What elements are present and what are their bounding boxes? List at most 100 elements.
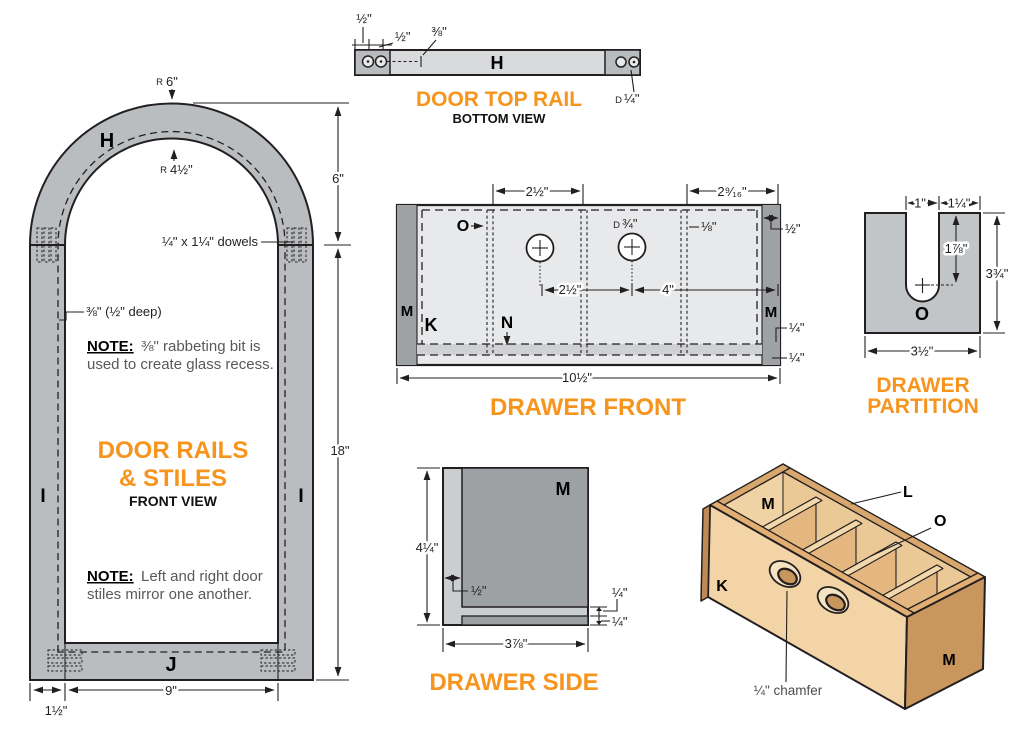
- dim-partition-width: 3½": [911, 344, 934, 359]
- partition-title-line1: DRAWER: [876, 374, 969, 397]
- door-glass-opening: [64, 137, 279, 644]
- drawer-front-mid-dimensions: 2½" 4": [541, 280, 779, 300]
- rail-diam-prefix: D: [615, 95, 622, 106]
- part-label-h-arch: H: [100, 130, 114, 152]
- dim-half-a: ½": [356, 11, 372, 26]
- dim-arch-height: 6": [332, 171, 344, 186]
- dim-notch-depth: 1⅞": [945, 241, 968, 256]
- assembly-finger-holes: [768, 560, 850, 614]
- door-title-line1: DOOR RAILS: [98, 437, 249, 464]
- part-label-h-rail: H: [491, 53, 504, 73]
- top-rail-dowel-holes: [361, 55, 640, 68]
- side-main-panel: [461, 467, 589, 608]
- rabbet-callout: ⅜" (½" deep): [86, 304, 162, 319]
- dim-shoulder: 1¼": [948, 196, 971, 211]
- dowel-callout: ¼" x 1¼" dowels: [162, 234, 258, 249]
- dim-side-height: 4¼": [416, 540, 439, 555]
- dim-partition-height: 3¾": [986, 266, 1009, 281]
- dim-top-left: 2½": [526, 184, 549, 199]
- rail-diam-value: ¼": [624, 91, 640, 106]
- part-label-o-assembly: O: [934, 513, 946, 530]
- dowel-marks: [36, 227, 307, 672]
- dim-half-b: ½": [395, 29, 411, 44]
- dim-quarter-upper-side: ¼": [612, 585, 628, 600]
- partition-dado-dashed-lines: [486, 210, 688, 355]
- hole-diam-prefix: D: [613, 220, 620, 231]
- part-label-m-right-assembly: M: [942, 652, 955, 669]
- hole-diam-value: ¾": [622, 216, 638, 231]
- top-rail-dimensions: ½" ½" ⅜": [352, 11, 447, 56]
- drawer-side-title: DRAWER SIDE: [429, 669, 598, 696]
- drawer-front-title: DRAWER FRONT: [490, 394, 686, 421]
- part-label-o-front: O: [457, 218, 469, 235]
- dim-stile-height: 18": [330, 443, 349, 458]
- drawer-side-diagram: M 4¼" ½" ¼" ¼" 3⅞" DRAWER SIDE: [413, 467, 628, 696]
- glass-rabbet-dashed-line: [57, 130, 286, 653]
- note2-heading: NOTE:: [87, 568, 134, 585]
- partition-title-line2: PARTITION: [867, 395, 979, 418]
- part-label-k: K: [425, 315, 438, 335]
- drawer-front-left-side-strip: [397, 205, 417, 365]
- dim-notch-width: 1": [914, 196, 926, 211]
- dim-quarter-lower-front: ¼": [789, 350, 805, 365]
- dim-side-rabbet: ½": [471, 583, 487, 598]
- drawer-front-width-dimension: 10½": [396, 368, 781, 388]
- side-dimensions: 4¼" ½" ¼" ¼" 3⅞": [413, 467, 628, 654]
- part-label-m-side: M: [556, 479, 571, 499]
- note1-line2: used to create glass recess.: [87, 356, 274, 373]
- dim-opening-width: 9": [165, 683, 177, 698]
- bottom-dado-strip: [417, 344, 762, 355]
- door-rails-stiles-diagram: H I I J R 6" R 4½" ¼" x 1¼" dowels ⅜" (½…: [29, 74, 352, 718]
- door-width-dimensions: 9" 1½": [29, 681, 279, 718]
- part-label-m-inner: M: [761, 496, 774, 513]
- assembly-right-face: [904, 576, 986, 710]
- top-rail-title: DOOR TOP RAIL: [416, 88, 582, 111]
- door-subtitle: FRONT VIEW: [129, 493, 218, 509]
- part-label-m-left: M: [401, 303, 414, 320]
- finger-holes: [525, 232, 647, 287]
- rabbet-dashed-outline: [417, 209, 762, 356]
- partition-shape: [864, 212, 981, 334]
- dim-top-right: 2⁹⁄₁₆": [717, 184, 747, 199]
- drawer-front-diagram: 2½" 2⁹⁄₁₆" D ¾" ⅛" ½" O M M K N 2½" 4" ¼…: [395, 182, 805, 421]
- drawer-front-top-dimensions: 2½" 2⁹⁄₁₆": [492, 182, 779, 204]
- note2-line1: Left and right door: [141, 568, 263, 585]
- dim-side-width: 3⅞": [505, 636, 528, 651]
- partition-dimensions: 1" 1¼" 1⅞" 3¾" 3½": [864, 193, 1011, 361]
- top-rail-subtitle: BOTTOM VIEW: [453, 111, 547, 126]
- side-bottom-strip: [461, 615, 589, 626]
- dim-stile-width: 1½": [45, 703, 68, 718]
- dim-front-width: 10½": [562, 370, 592, 385]
- note2-line2: stiles mirror one another.: [87, 586, 252, 603]
- dim-three-eighths: ⅜": [431, 24, 447, 39]
- radius-inner-value: 4½": [170, 162, 193, 177]
- part-label-i-left: I: [40, 486, 45, 507]
- drawer-assembly-3d: M K L O M ¼" chamfer: [700, 463, 986, 710]
- dim-mid-right: 4": [662, 282, 674, 297]
- note1-heading: NOTE:: [87, 338, 134, 355]
- radius-outer-value: 6": [166, 74, 178, 89]
- note1-line1: ⅜" rabbeting bit is: [141, 338, 261, 355]
- part-label-l-assembly: L: [903, 484, 913, 501]
- door-height-dimensions: 6" 18": [193, 102, 352, 681]
- dim-quarter-upper-front: ¼": [789, 320, 805, 335]
- drawer-front-panel: [395, 203, 782, 367]
- drawer-front-right-side-strip: [762, 205, 780, 365]
- part-label-o-partition: O: [915, 304, 929, 324]
- radius-inner-prefix: R: [160, 165, 167, 176]
- part-label-k-assembly: K: [716, 578, 728, 595]
- dim-quarter-lower-side: ¼": [612, 614, 628, 629]
- part-label-j-rail: J: [165, 654, 176, 676]
- part-label-n: N: [501, 313, 513, 332]
- dim-half: ½": [785, 221, 801, 236]
- part-label-m-right: M: [765, 304, 778, 321]
- part-label-i-right: I: [298, 486, 303, 507]
- radius-outer-prefix: R: [156, 77, 163, 88]
- door-top-rail-diagram: ½" ½" ⅜" H D ¼" DOOR TOP RAIL BOTTOM VIE…: [352, 11, 641, 126]
- assembly-left-edge: [700, 504, 711, 602]
- assembly-top-rims: [709, 463, 986, 618]
- door-title-line2: & STILES: [119, 465, 227, 492]
- chamfer-callout: ¼" chamfer: [754, 683, 823, 698]
